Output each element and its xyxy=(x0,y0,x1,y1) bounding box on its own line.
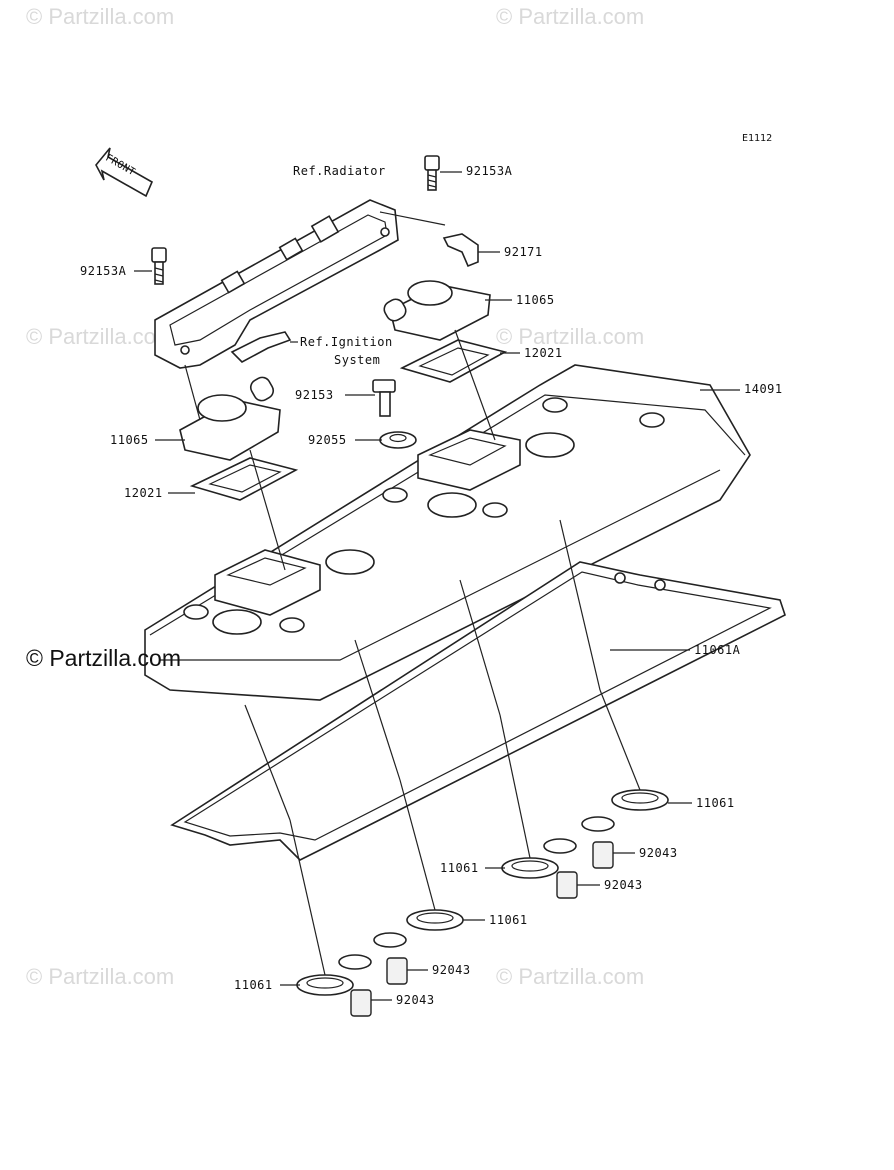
part-label: 92043 xyxy=(396,993,435,1007)
part-label: 11061 xyxy=(489,913,528,927)
bolt-92153a-top xyxy=(424,155,440,191)
watermark: © Partzilla.com xyxy=(496,4,645,29)
plug-gasket-4 xyxy=(296,974,354,996)
part-label: 12021 xyxy=(124,486,163,500)
reed-plate-left xyxy=(189,457,299,501)
bolt-92153a-left xyxy=(151,247,167,285)
part-label: 92055 xyxy=(308,433,347,447)
dowel-1 xyxy=(592,841,614,869)
washer-92055 xyxy=(379,431,417,449)
part-label: 11065 xyxy=(110,433,149,447)
watermark: © Partzilla.com xyxy=(26,4,175,29)
ignition-clip xyxy=(230,331,292,363)
part-label: 92043 xyxy=(639,846,678,860)
part-label: 11061 xyxy=(696,796,735,810)
part-label: 92153A xyxy=(466,164,513,178)
dowel-2 xyxy=(556,871,578,899)
part-label: 14091 xyxy=(744,382,783,396)
part-label: 92153 xyxy=(295,388,334,402)
watermark: © Partzilla.com xyxy=(496,964,645,989)
watermark: © Partzilla.com xyxy=(26,964,175,989)
leader-lines xyxy=(134,171,740,1001)
watermark-main: © Partzilla.com xyxy=(26,645,181,671)
reed-valve-right xyxy=(383,280,491,341)
diagram-code: E1112 xyxy=(742,133,773,144)
part-label: 11061 xyxy=(440,861,479,875)
part-label: 92043 xyxy=(432,963,471,977)
bracket xyxy=(154,199,399,369)
cylinder-head-cover xyxy=(144,364,751,701)
reed-plate-right xyxy=(399,339,508,383)
seal-ring-4 xyxy=(338,954,372,970)
ref-ignition-label: Ref.Ignition xyxy=(300,335,393,349)
plug-gasket-3 xyxy=(406,909,464,931)
part-label: 11061A xyxy=(694,643,741,657)
ref-radiator-label: Ref.Radiator xyxy=(293,164,386,178)
watermark: © Partzilla.com xyxy=(496,324,645,349)
seal-ring-1 xyxy=(581,816,615,832)
front-arrow-icon xyxy=(95,147,154,198)
seal-ring-2 xyxy=(543,838,577,854)
part-label: 11061 xyxy=(234,978,273,992)
ref-ignition-label-2: System xyxy=(334,353,381,367)
part-label: 12021 xyxy=(524,346,563,360)
dowel-4 xyxy=(350,989,372,1017)
gasket-11061a xyxy=(170,561,786,861)
part-label: 92043 xyxy=(604,878,643,892)
part-label: 92153A xyxy=(80,264,127,278)
part-label: 92171 xyxy=(504,245,543,259)
bolt-92153 xyxy=(372,379,396,417)
part-label: 11065 xyxy=(516,293,555,307)
clamp-92171 xyxy=(442,233,479,268)
reed-valve-left xyxy=(179,376,281,461)
seal-ring-3 xyxy=(373,932,407,948)
plug-gasket-1 xyxy=(611,789,669,811)
watermark: © Partzilla.com xyxy=(26,324,175,349)
plug-gasket-2 xyxy=(501,857,559,879)
dowel-3 xyxy=(386,957,408,985)
